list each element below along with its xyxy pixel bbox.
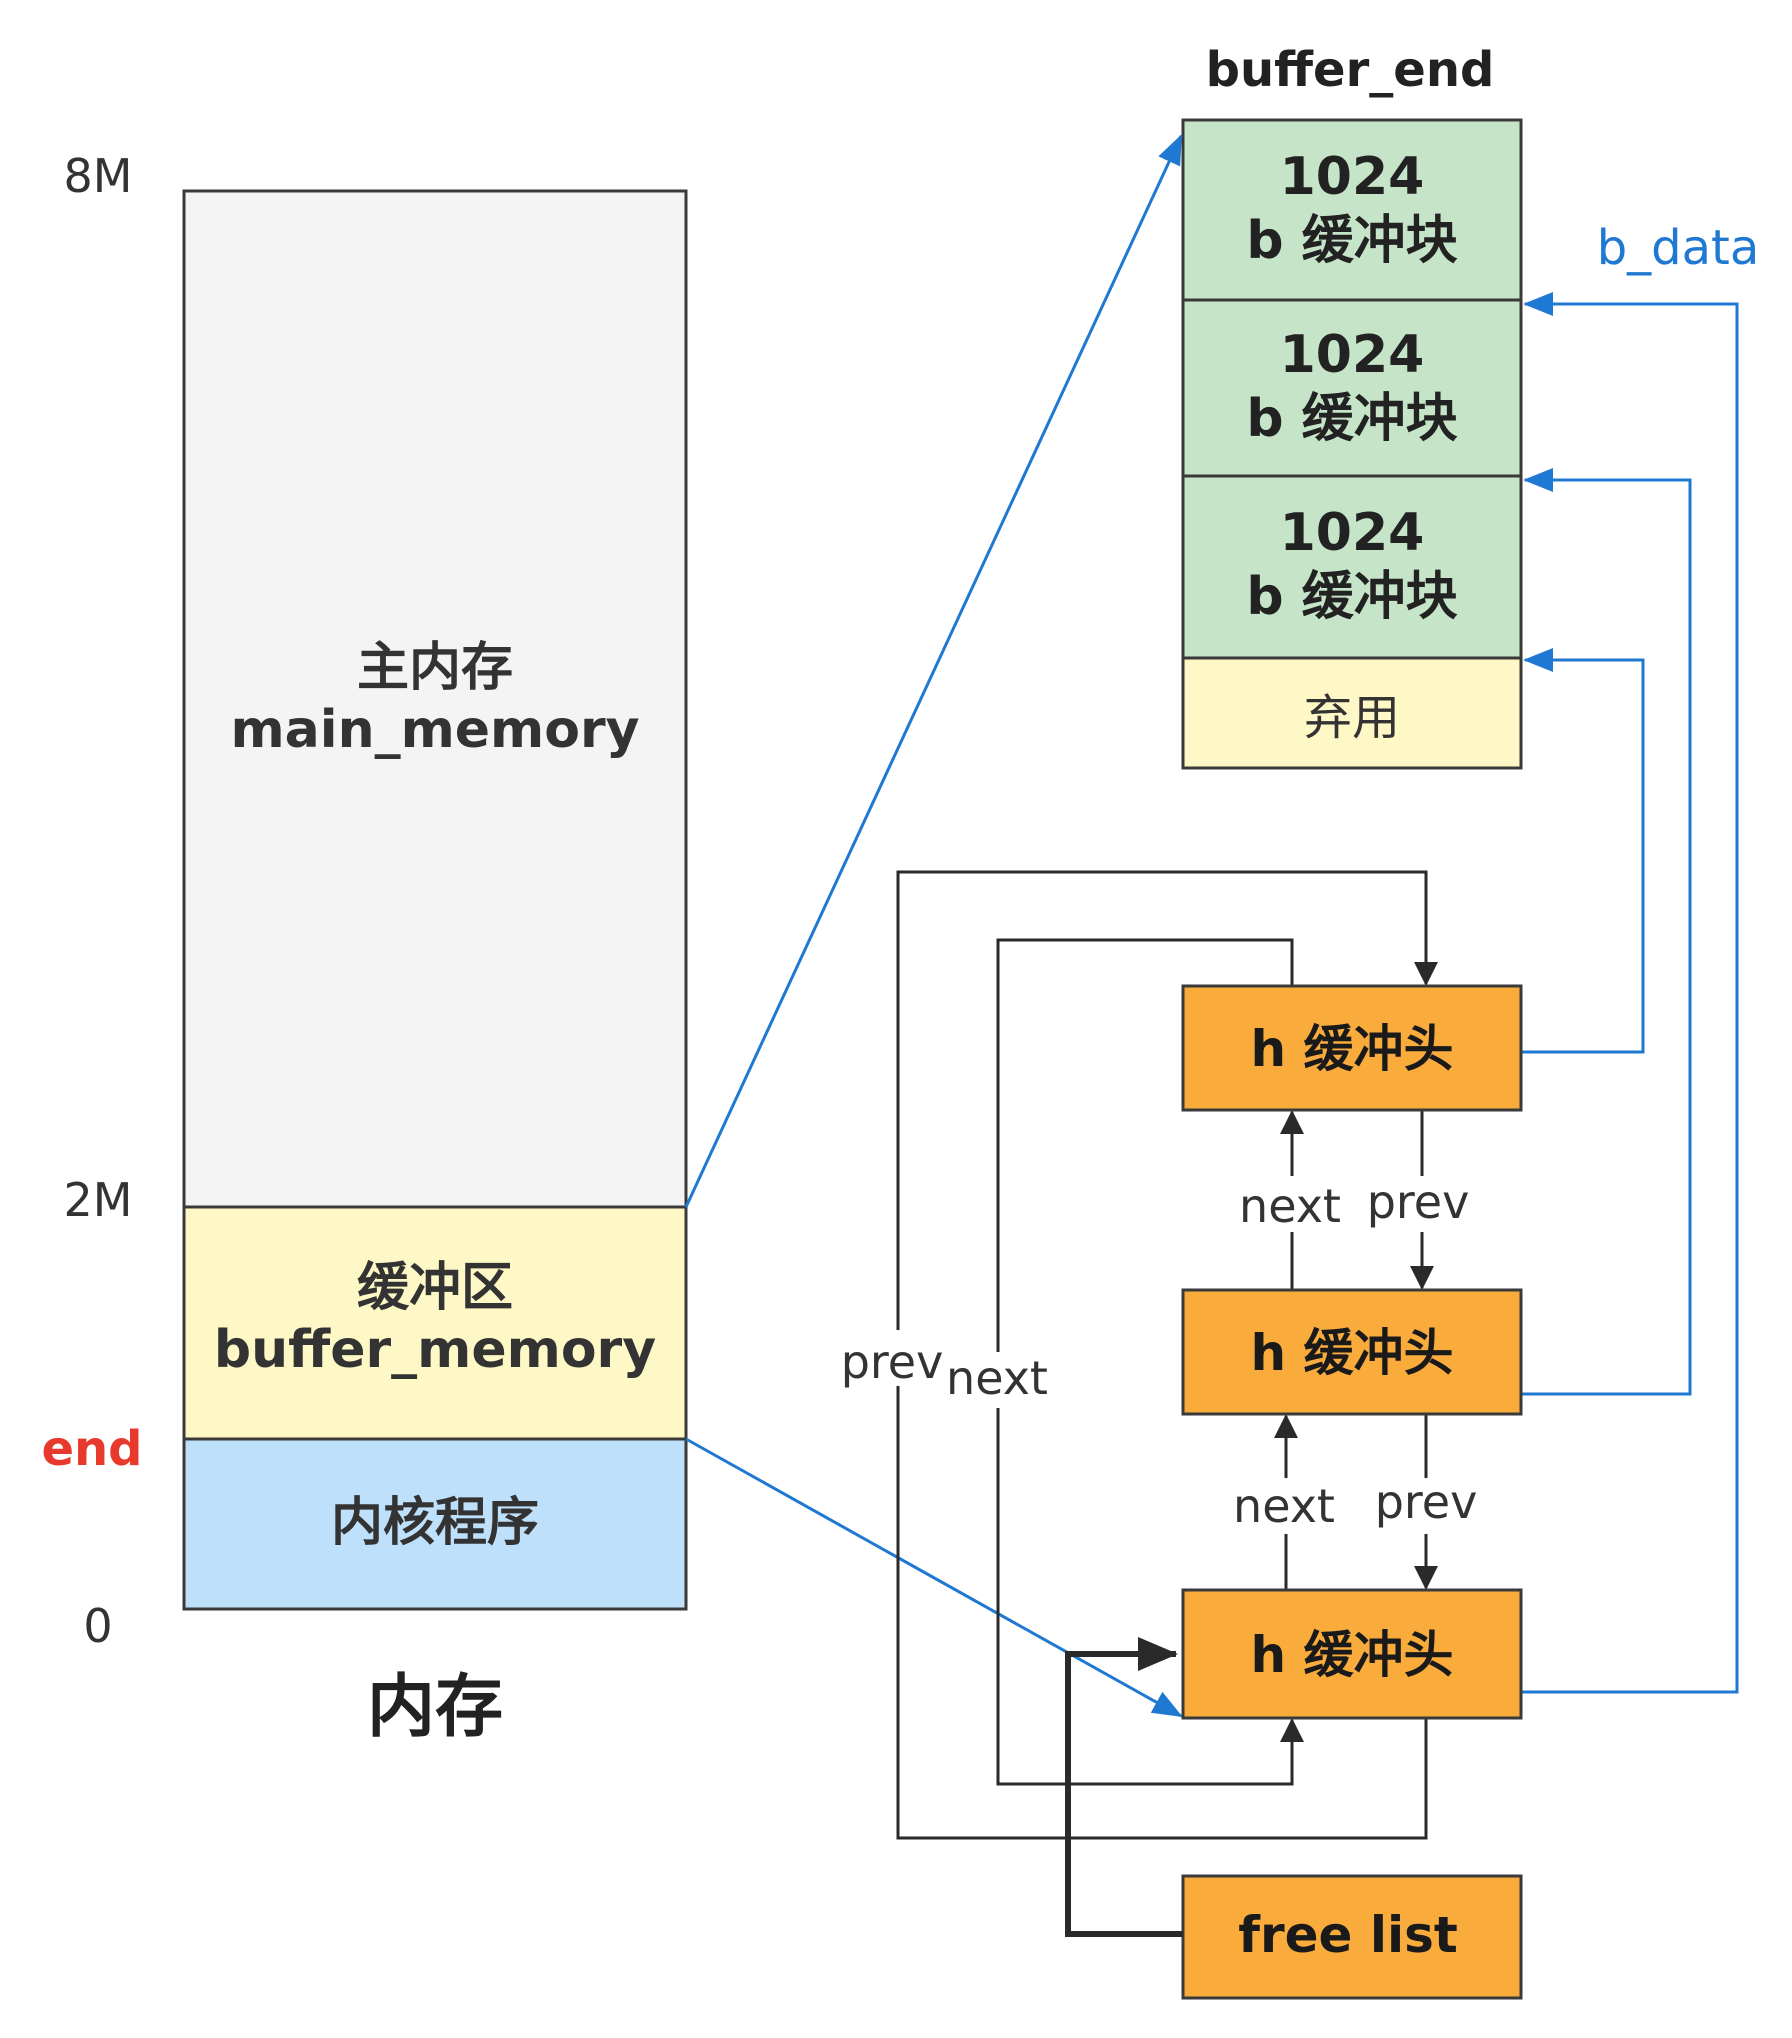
free-list-label: free list	[1238, 1906, 1458, 1964]
buffer-memory-region	[182, 1205, 688, 1441]
outer-next-label-bg	[942, 1352, 1052, 1408]
buffer-block	[1181, 298, 1523, 478]
b-data-arrow-mid-head	[1521, 468, 1692, 1396]
outer-prev-label-bg	[843, 1330, 939, 1386]
buffer-head	[1181, 984, 1523, 1112]
buffer-block-name: b 缓冲块	[1246, 211, 1457, 271]
prev-label: prev	[1367, 1175, 1470, 1229]
buffer-head-list: h 缓冲头 h 缓冲头 h 缓冲头	[1181, 984, 1523, 1720]
next-label: next	[1239, 1179, 1341, 1233]
buffer-memory-label-cn: 缓冲区	[357, 1258, 513, 1318]
buffer-block-size: 1024	[1280, 147, 1425, 207]
buffer-block-stack: buffer_end 1024 b 缓冲块 1024 b 缓冲块 1024 b …	[1181, 42, 1760, 770]
buffer-head-label: h 缓冲头	[1250, 1020, 1453, 1078]
axis-label-0: 0	[83, 1599, 112, 1653]
prev-label: prev	[1375, 1475, 1478, 1529]
main-memory-label-en: main_memory	[230, 700, 639, 760]
main-memory-region	[182, 189, 688, 1209]
buffer-block	[1181, 118, 1523, 302]
buffer-memory-label-en: buffer_memory	[214, 1320, 656, 1380]
b-data-arrow-top-head	[1521, 648, 1645, 1054]
buffer-block	[1181, 474, 1523, 660]
link-label-bg	[1234, 1176, 1472, 1232]
kernel-label: 内核程序	[331, 1493, 539, 1553]
b-data-label: b_data	[1597, 220, 1760, 276]
buffer-head-label: h 缓冲头	[1250, 1324, 1453, 1382]
buffer-head	[1181, 1288, 1523, 1416]
axis-label-2m: 2M	[64, 1173, 133, 1227]
buffer-block-size: 1024	[1280, 503, 1425, 563]
outer-next-label: next	[946, 1351, 1048, 1405]
axis-label-8m: 8M	[64, 149, 133, 203]
next-label: next	[1233, 1479, 1335, 1533]
kernel-region	[182, 1437, 688, 1611]
memory-title: 内存	[367, 1668, 503, 1747]
buffer-end-label: buffer_end	[1206, 42, 1495, 98]
link-label-bg	[1228, 1478, 1480, 1534]
axis-label-end: end	[41, 1421, 142, 1477]
abandoned-block	[1181, 656, 1523, 770]
buffer-end-arrow	[684, 134, 1183, 1208]
buffer-block-size: 1024	[1280, 325, 1425, 385]
end-to-head-arrow	[685, 1437, 1183, 1718]
b-data-arrow-bottom-head	[1521, 292, 1739, 1694]
buffer-head	[1181, 1588, 1523, 1720]
memory-column: 主内存 main_memory 缓冲区 buffer_memory 内核程序 8…	[41, 149, 688, 1747]
main-memory-label-cn: 主内存	[357, 638, 513, 698]
free-list-pointer	[1065, 1637, 1183, 1937]
outer-prev-label: prev	[841, 1335, 944, 1389]
buffer-block-name: b 缓冲块	[1246, 567, 1457, 627]
buffer-head-label: h 缓冲头	[1250, 1626, 1453, 1684]
abandoned-label: 弃用	[1304, 690, 1400, 746]
buffer-block-name: b 缓冲块	[1246, 389, 1457, 449]
